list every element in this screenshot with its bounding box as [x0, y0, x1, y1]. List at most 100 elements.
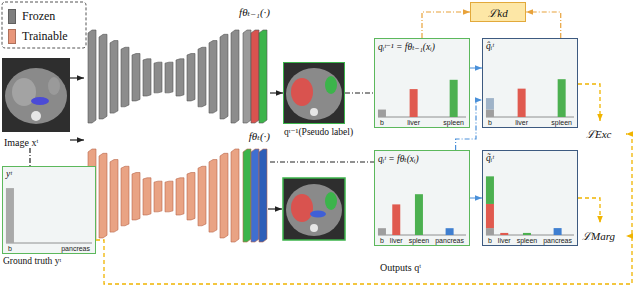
axis-row: b liver spleen	[488, 119, 572, 126]
axis-row: bliverspleenpancreas	[488, 237, 572, 244]
segmentation-map	[283, 62, 345, 124]
bar-chart	[375, 39, 469, 127]
connector	[29, 148, 30, 166]
bar-chart	[483, 151, 577, 245]
chart-baseline	[6, 243, 92, 244]
probability-chart: bliverspleenpancreasq̃ᵢᵗ	[482, 150, 578, 246]
probability-bar	[486, 228, 494, 235]
loss-label: ℒkd	[488, 5, 507, 20]
connector	[70, 77, 84, 78]
network-layer	[143, 178, 151, 215]
caption: Outputs qᵗ	[380, 262, 421, 273]
segmentation-map	[283, 178, 345, 240]
formula-label: yᵗ	[6, 169, 12, 179]
axis-label: liver	[515, 119, 528, 126]
ct-pancreas	[31, 97, 49, 105]
loss-label: ℒMarg	[582, 228, 615, 243]
axis-label: b	[488, 237, 492, 244]
connector	[270, 92, 283, 93]
legend-swatch	[8, 9, 16, 24]
network-layer	[231, 149, 239, 242]
output-channel	[243, 149, 251, 242]
seg-body	[286, 184, 342, 236]
connector	[470, 197, 482, 198]
axis-label: pancreas	[61, 245, 90, 252]
output-channel	[251, 149, 259, 242]
seg-spleen	[325, 76, 337, 94]
axis-row: bliverspleenpancreas	[380, 237, 464, 244]
output-channel	[243, 30, 251, 123]
network-layer	[154, 62, 162, 93]
exclusion-leader	[578, 84, 600, 121]
probability-chart: bliverspleenpancreasqᵢᵗ = fθₜ(xᵢ)	[374, 150, 470, 246]
input-image: Image xᵗ	[2, 58, 70, 148]
axis-label: spleen	[517, 237, 538, 244]
network-layer	[110, 160, 118, 233]
probability-bar	[518, 89, 526, 117]
probability-bar	[486, 176, 494, 204]
seg-background	[283, 62, 345, 124]
probability-bar	[558, 79, 566, 117]
loss-label: ℒExc	[586, 126, 611, 141]
caption: qᵗ⁻¹(Pseudo label)	[284, 126, 353, 137]
axis-label: liver	[390, 237, 403, 244]
caption: Image xᵗ	[4, 137, 38, 148]
probability-bar	[6, 188, 14, 243]
chart-frame: bpancreasyᵗ	[2, 166, 96, 254]
network-layer	[132, 173, 140, 220]
network-layer	[165, 181, 173, 212]
axis-label: liver	[498, 237, 511, 244]
formula-label: q̃ᵢᵗ	[486, 153, 494, 163]
network-layer	[187, 173, 195, 220]
seg-liver	[291, 194, 313, 222]
network-layer	[143, 59, 151, 96]
frozen-network: fθₜ₋₁(·)	[84, 6, 270, 126]
output-channel	[259, 149, 267, 242]
ground-truth-leader	[626, 235, 632, 236]
probability-bar	[446, 228, 454, 235]
probability-bar	[523, 233, 531, 235]
pseudo-label-map: qᵗ⁻¹(Pseudo label)	[283, 62, 356, 140]
seg-spine	[310, 108, 318, 116]
network-layer	[132, 54, 140, 101]
marginal-leader	[578, 198, 600, 223]
network-layer	[220, 34, 228, 119]
axis-label: spleen	[443, 119, 464, 126]
probability-bar	[378, 228, 386, 235]
axis-label: spleen	[551, 119, 572, 126]
probability-chart: bliverspleenqᵢᵗ⁻¹ = fθₜ₋₁(xᵢ)	[374, 38, 470, 128]
connector	[270, 161, 374, 162]
connector	[70, 139, 84, 140]
legend-text: Trainable	[22, 29, 68, 44]
network-layer	[121, 47, 129, 107]
network-layer	[209, 160, 217, 233]
legend-box	[2, 2, 86, 48]
probability-bar	[500, 233, 508, 235]
probability-bar	[415, 194, 423, 235]
trainable-network: fθₜ(·)	[84, 130, 270, 244]
axis-label: b	[488, 119, 492, 126]
network-layer	[198, 47, 206, 107]
axis-label: spleen	[409, 237, 430, 244]
connector	[345, 92, 374, 93]
network-layer	[231, 30, 239, 123]
image-frame	[283, 62, 345, 124]
network-layer	[209, 41, 217, 114]
trainable-network-layers	[88, 149, 267, 242]
probability-bar	[410, 89, 418, 117]
network-label: fθₜ(·)	[249, 130, 270, 143]
seg-spleen	[325, 192, 337, 210]
legend-swatch	[8, 29, 16, 44]
seg-spine	[310, 224, 318, 232]
network-layer	[110, 41, 118, 114]
axis-label: b	[380, 119, 384, 126]
formula-label: qᵢᵗ = fθₜ(xᵢ)	[378, 153, 419, 164]
bar-chart	[3, 167, 95, 253]
probability-bar	[486, 98, 494, 109]
network-layer	[176, 178, 184, 215]
seg-liver	[291, 78, 313, 106]
legend-row: Trainable	[8, 27, 68, 45]
ct-image	[2, 58, 70, 132]
ground-truth-leader	[96, 134, 632, 284]
output-arrow	[268, 208, 282, 209]
